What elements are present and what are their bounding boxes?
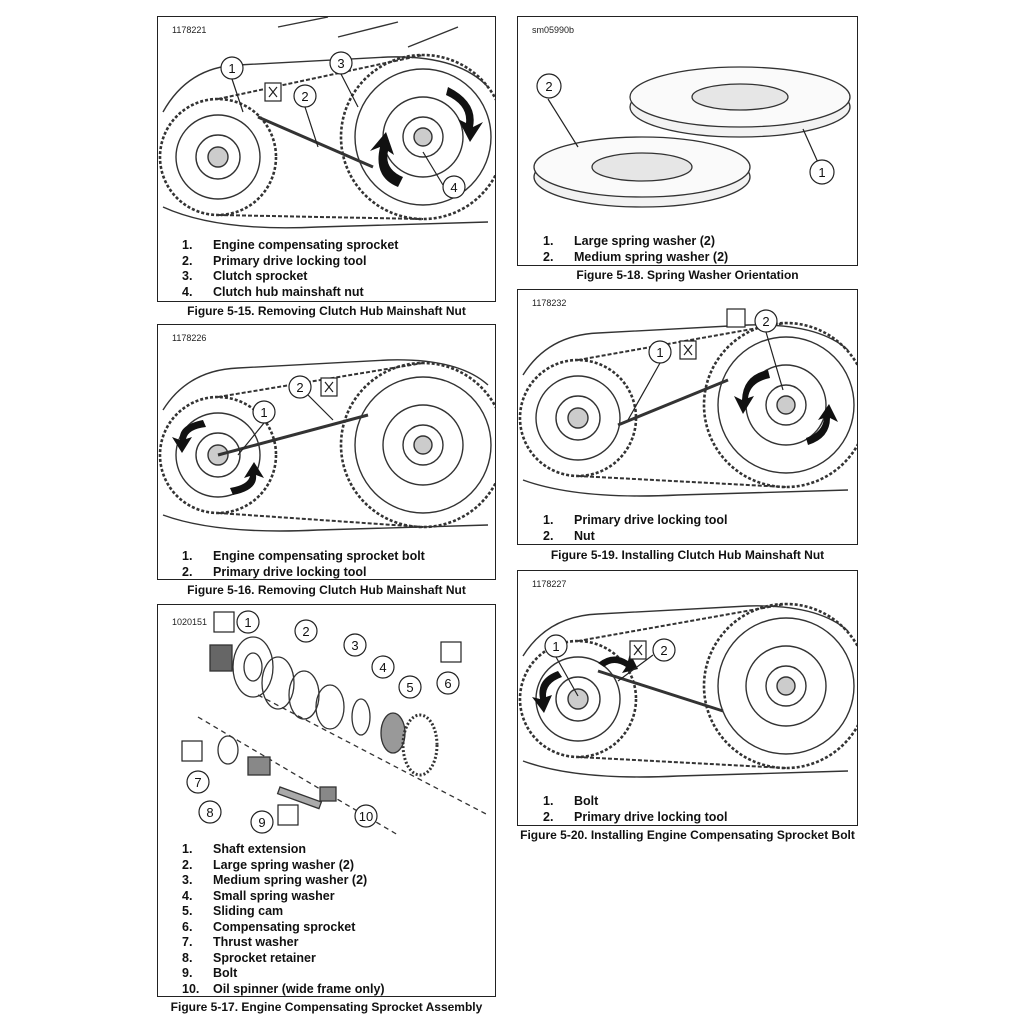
legend-item: 10.Oil spinner (wide frame only): [182, 981, 385, 996]
legend-list: 1.Bolt 2.Primary drive locking tool: [543, 794, 728, 825]
figure-5-20-panel: 1178227: [517, 570, 858, 826]
callout-label: 2: [301, 89, 308, 104]
tool-symbol-icon: [629, 640, 647, 660]
tool-symbol-icon: [264, 82, 282, 102]
legend-item: 4.Small spring washer: [182, 888, 335, 903]
legend-list: 1.Primary drive locking tool 2.Nut: [543, 513, 728, 544]
callout-label: 1: [818, 165, 825, 180]
legend-item: 1.Engine compensating sprocket bolt: [182, 549, 425, 563]
figure-id: 1178232: [532, 298, 567, 308]
callout-label: 10: [359, 809, 373, 824]
tool-symbol-icon: [679, 308, 746, 360]
tool-symbol-icon: [320, 377, 338, 397]
figure-5-16-panel: 1178226: [157, 324, 496, 580]
callout-label: 6: [444, 676, 451, 691]
figure-id: 1020151: [172, 617, 208, 627]
spring-washer-illustration: [533, 66, 851, 208]
legend-item: 2.Primary drive locking tool: [182, 564, 367, 579]
callout-label: 1: [228, 61, 235, 76]
legend-item: 1.Primary drive locking tool: [543, 513, 728, 527]
legend-item: 1.Bolt: [543, 794, 599, 808]
legend-item: 4.Clutch hub mainshaft nut: [182, 284, 364, 299]
callouts: 1 2: [544, 634, 676, 697]
legend-item: 7.Thrust washer: [182, 935, 299, 949]
legend-item: 3.Medium spring washer (2): [182, 873, 368, 887]
legend-list: 1.Shaft extension 2.Large spring washer …: [182, 842, 385, 996]
legend-item: 9.Bolt: [182, 966, 238, 980]
callout-label: 1: [552, 639, 559, 654]
figure-id: 1178221: [172, 25, 207, 35]
figure-id: sm05990b: [532, 25, 575, 35]
callout-label: 2: [296, 380, 303, 395]
callouts: 1 2 3 4: [220, 51, 466, 199]
legend-item: 2.Medium spring washer (2): [543, 249, 729, 264]
callout-label: 1: [244, 615, 251, 630]
primary-drive-illustration: [518, 602, 857, 778]
callout-label: 2: [660, 643, 667, 658]
callout-label: 4: [379, 660, 386, 675]
callout-label: 5: [406, 680, 413, 695]
callout-label: 7: [194, 775, 201, 790]
primary-drive-illustration: [158, 359, 495, 532]
figure-5-17-panel: 1020151: [157, 604, 496, 997]
callouts: 2 1: [536, 73, 835, 185]
legend-item: 1.Engine compensating sprocket: [182, 238, 399, 252]
callout-label: 4: [450, 180, 457, 195]
callouts: 1 2: [237, 375, 334, 456]
figure-caption: Figure 5-17. Engine Compensating Sprocke…: [170, 1000, 483, 1014]
callout-label: 1: [260, 405, 267, 420]
callout-label: 3: [337, 56, 344, 71]
legend-list: 1.Large spring washer (2) 2.Medium sprin…: [543, 234, 728, 265]
legend-item: 8.Sprocket retainer: [182, 950, 316, 965]
tool-symbol-icon: [181, 611, 462, 826]
legend-item: 2.Primary drive locking tool: [182, 253, 367, 268]
legend-list: 1.Engine compensating sprocket 2.Primary…: [182, 238, 398, 300]
callouts: 1 2: [627, 309, 784, 421]
figure-5-19-panel: 1178232: [517, 289, 858, 545]
legend-item: 2.Primary drive locking tool: [543, 809, 728, 824]
primary-drive-illustration: [158, 17, 495, 229]
figure-caption: Figure 5-15. Removing Clutch Hub Mainsha…: [187, 304, 466, 318]
legend-item: 2.Nut: [543, 528, 595, 543]
figure-5-18-panel: sm05990b 2 1 1.Large spring washer (2) 2…: [517, 16, 858, 266]
figure-caption: Figure 5-16. Removing Clutch Hub Mainsha…: [187, 583, 466, 597]
legend-item: 3.Clutch sprocket: [182, 269, 308, 283]
legend-list: 1.Engine compensating sprocket bolt 2.Pr…: [182, 549, 425, 579]
primary-drive-illustration: [518, 308, 857, 497]
callouts: 1 2 3 4 5 6 7 8 9 10: [186, 610, 460, 834]
callout-label: 3: [351, 638, 358, 653]
figure-5-15-panel: 1178221: [157, 16, 496, 302]
exploded-assembly-illustration: [181, 611, 489, 835]
callout-label: 2: [545, 79, 552, 94]
callout-label: 8: [206, 805, 213, 820]
figure-id: 1178226: [172, 333, 207, 343]
callout-label: 9: [258, 815, 265, 830]
callout-label: 2: [302, 624, 309, 639]
callout-label: 1: [656, 345, 663, 360]
legend-item: 5.Sliding cam: [182, 904, 284, 918]
figure-caption: Figure 5-18. Spring Washer Orientation: [576, 268, 799, 282]
figure-caption: Figure 5-20. Installing Engine Compensat…: [520, 828, 855, 842]
legend-item: 6.Compensating sprocket: [182, 919, 356, 934]
legend-item: 2.Large spring washer (2): [182, 857, 355, 872]
figure-caption: Figure 5-19. Installing Clutch Hub Mains…: [550, 548, 825, 562]
figure-id: 1178227: [532, 579, 567, 589]
legend-item: 1.Shaft extension: [182, 842, 307, 856]
callout-label: 2: [762, 314, 769, 329]
legend-item: 1.Large spring washer (2): [543, 234, 716, 248]
